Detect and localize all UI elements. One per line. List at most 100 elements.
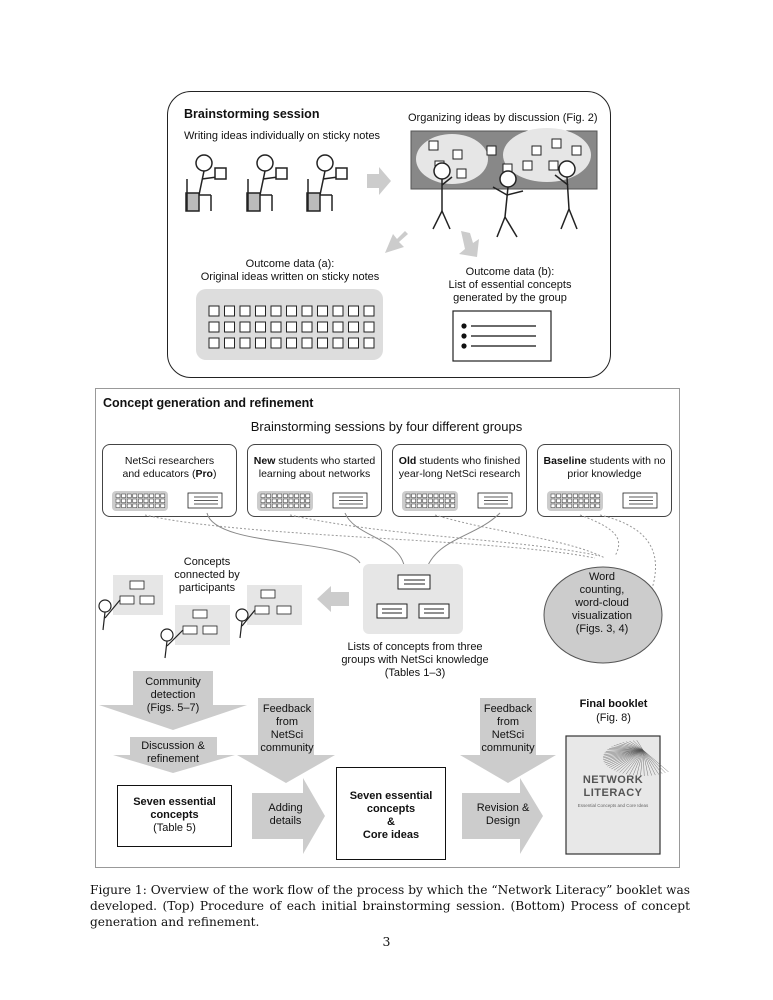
sticky-note — [239, 321, 251, 333]
booklet-network-ray — [642, 749, 663, 774]
connected-concepts-clusters — [98, 575, 302, 659]
booklet-network-ray — [616, 749, 644, 772]
arrow-down-right-icon — [459, 231, 479, 257]
mini-sticky-note — [277, 493, 283, 498]
mini-sticky-note — [132, 493, 138, 498]
mini-sticky-note — [439, 503, 444, 508]
mini-sticky-note — [416, 503, 422, 508]
booklet-network-ray — [642, 749, 645, 777]
sticky-note — [224, 305, 235, 317]
sticky-note — [301, 321, 313, 333]
mini-sticky-note — [411, 503, 416, 508]
mini-sticky-note — [143, 493, 149, 498]
sticky-note — [270, 321, 282, 333]
mini-sticky-note — [299, 498, 305, 503]
mini-sticky-note — [132, 503, 138, 508]
mini-sticky-note — [138, 493, 143, 498]
outcome-b-label: Outcome data (b):List of essential conce… — [448, 266, 572, 304]
mini-sticky-note — [149, 498, 154, 503]
mini-sticky-note — [556, 503, 561, 508]
sticky-note — [255, 321, 266, 333]
mini-sticky-note — [266, 498, 271, 503]
sticky-note — [348, 337, 359, 349]
mini-sticky-note — [288, 498, 294, 503]
mini-sticky-note — [143, 498, 149, 503]
booklet-network-ray — [603, 749, 644, 762]
mini-sticky-note — [160, 493, 166, 498]
booklet-network-ray — [603, 749, 644, 760]
mini-sticky-note — [595, 498, 601, 503]
mini-sticky-note — [561, 498, 567, 503]
booklet-network-ray — [622, 742, 644, 751]
booklet-network-ray — [611, 746, 644, 751]
mini-sticky-note — [556, 493, 561, 498]
mini-sticky-note — [149, 493, 154, 498]
brainstorming-title: Brainstorming session — [184, 107, 320, 121]
booklet-network-ray — [604, 749, 644, 754]
sticky-note — [348, 321, 359, 333]
booklet-network-ray — [603, 749, 644, 757]
booklet-network-ray — [607, 749, 644, 767]
sticky-note — [286, 305, 297, 317]
booklet-network-ray — [605, 749, 644, 765]
sticky-note — [224, 337, 235, 349]
mini-sticky-note — [277, 503, 283, 508]
word-cloud-circle — [543, 566, 663, 664]
mini-sticky-note — [567, 493, 573, 498]
mini-sticky-note — [416, 493, 422, 498]
booklet-network-ray — [642, 749, 652, 776]
feedback-arrow-1 — [237, 698, 335, 783]
mini-sticky-note — [428, 493, 433, 498]
sticky-note — [286, 321, 297, 333]
mini-sticky-note — [283, 493, 288, 498]
adding-details-arrow — [252, 778, 325, 854]
sticky-note — [317, 321, 328, 333]
booklet-network-ray — [625, 741, 644, 751]
booklet-network-ray — [603, 749, 644, 755]
booklet-network-ray — [602, 749, 644, 759]
mini-sticky-note — [450, 503, 456, 508]
mini-sticky-note — [584, 493, 589, 498]
mini-sticky-note — [589, 503, 595, 508]
mini-sticky-note — [444, 493, 450, 498]
mini-sticky-note — [422, 493, 428, 498]
organizing-label: Organizing ideas by discussion (Fig. 2) — [408, 112, 598, 124]
booklet-network-ray — [636, 740, 644, 751]
mini-sticky-note — [556, 498, 561, 503]
mini-sticky-note — [271, 503, 277, 508]
writing-ideas-label: Writing ideas individually on sticky not… — [184, 130, 381, 142]
mini-sticky-note — [573, 498, 578, 503]
concept-generation-title: Concept generation and refinement — [103, 396, 314, 410]
final-booklet-fig: (Fig. 8) — [596, 712, 631, 724]
mini-sticky-note — [439, 498, 444, 503]
page-number: 3 — [382, 934, 391, 949]
seated-figure-3 — [306, 154, 348, 212]
sticky-note — [363, 321, 375, 333]
sticky-note — [363, 337, 375, 349]
booklet-network-ray — [642, 749, 656, 776]
mini-sticky-note — [595, 493, 601, 498]
sticky-note — [317, 337, 328, 349]
sticky-note — [317, 305, 328, 317]
feedback-arrow-2 — [460, 698, 556, 783]
mini-sticky-note — [589, 493, 595, 498]
outcome-a-label: Outcome data (a):Original ideas written … — [200, 258, 380, 283]
mini-sticky-note — [149, 503, 154, 508]
mini-sticky-note — [428, 498, 433, 503]
booklet-network-ray — [642, 749, 666, 774]
mini-sticky-note — [595, 503, 601, 508]
seated-figure-2 — [246, 154, 288, 212]
sticky-note — [348, 305, 359, 317]
sessions-heading: Brainstorming sessions by four different… — [250, 419, 523, 434]
sticky-note — [255, 337, 266, 349]
mini-sticky-note — [260, 493, 266, 498]
mini-sticky-note — [115, 498, 121, 503]
arrow-down-left-icon — [385, 231, 408, 253]
booklet-network-ray — [619, 743, 644, 751]
booklet-network-ray — [642, 749, 649, 776]
mini-sticky-note — [154, 503, 160, 508]
